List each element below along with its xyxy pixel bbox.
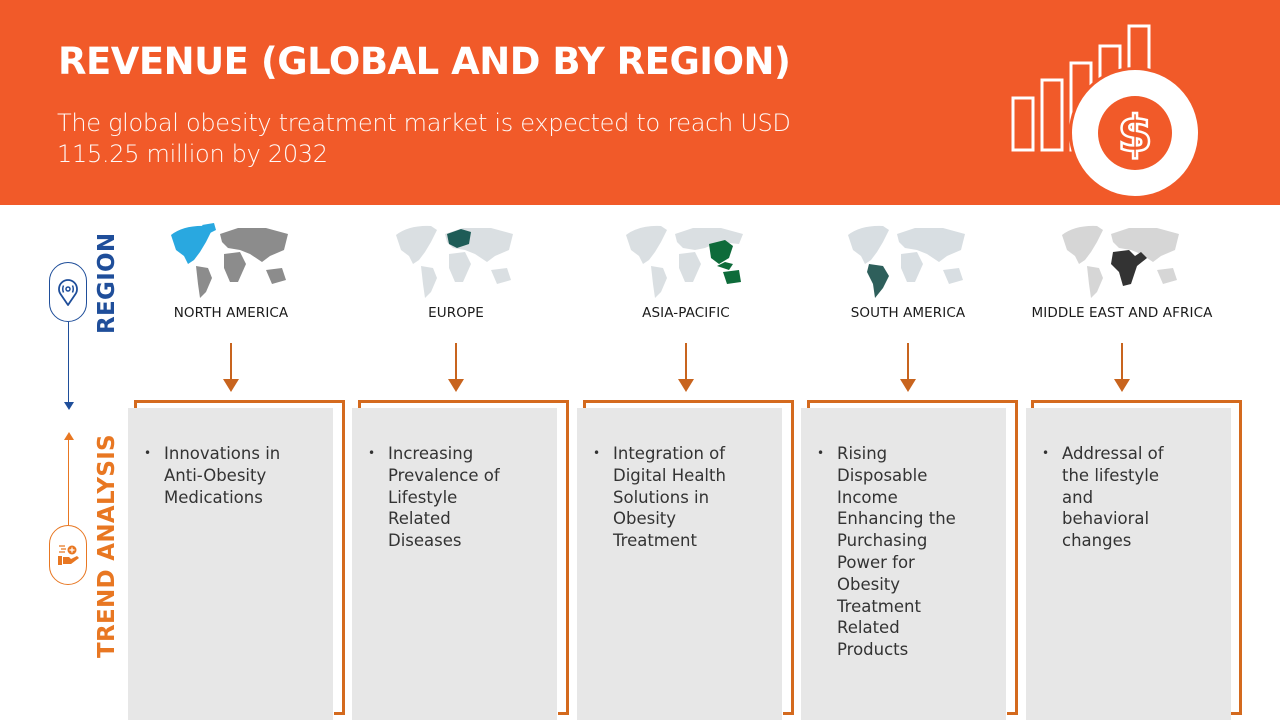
region-connector-line <box>68 322 70 402</box>
trend-text: Innovations in Anti-Obesity Medications <box>164 444 281 507</box>
trend-analysis-label: TREND ANALYSIS <box>94 434 120 658</box>
arrow-down-icon <box>223 379 239 392</box>
trend-frame-south-america <box>807 400 1018 715</box>
trend-text: Addressal of the lifestyle and behaviora… <box>1062 444 1164 551</box>
arrow-down-icon <box>900 379 916 392</box>
world-map-south-america-icon <box>848 225 965 298</box>
region-label: REGION <box>94 232 120 334</box>
region-arrow-line <box>1121 343 1123 381</box>
region-name: ASIA-PACIFIC <box>642 305 730 321</box>
bullet-icon: • <box>593 446 601 460</box>
region-name: NORTH AMERICA <box>173 305 289 321</box>
world-map-asia-pacific-icon <box>626 225 743 298</box>
header-banner: REVENUE (GLOBAL AND BY REGION) The globa… <box>0 0 1280 205</box>
world-map-north-america-icon <box>171 223 288 298</box>
arrow-down-icon <box>63 402 74 410</box>
region-column-north-america: NORTH AMERICA <box>119 215 343 395</box>
world-map-middle-east-africa-icon <box>1062 225 1179 298</box>
arrow-down-icon <box>448 379 464 392</box>
hand-coin-icon <box>58 545 79 565</box>
trend-connector-line <box>68 440 70 525</box>
trend-box-asia-pacific: • Integration of Digital Health Solution… <box>577 408 782 720</box>
arrow-down-icon <box>678 379 694 392</box>
region-name: SOUTH AMERICA <box>850 305 966 321</box>
region-arrow-line <box>455 343 457 381</box>
trend-box-south-america: • Rising Disposable Income Enhancing the… <box>801 408 1006 720</box>
trend-box-north-america: • Innovations in Anti-Obesity Medication… <box>128 408 333 720</box>
page-subtitle: The global obesity treatment market is e… <box>57 109 791 168</box>
page-title: REVENUE (GLOBAL AND BY REGION) <box>58 40 791 83</box>
trend-pill <box>49 525 87 585</box>
trend-frame-middle-east-africa <box>1031 400 1242 715</box>
region-pill <box>49 262 87 322</box>
trend-frame-europe <box>358 400 569 715</box>
location-pin-icon <box>58 279 78 306</box>
region-name: EUROPE <box>428 305 484 321</box>
revenue-growth-dollar-icon: $ <box>1005 20 1205 200</box>
region-arrow-line <box>230 343 232 381</box>
region-arrow-line <box>685 343 687 381</box>
region-name: MIDDLE EAST AND AFRICA <box>1031 305 1213 321</box>
trend-box-middle-east-africa: • Addressal of the lifestyle and behavio… <box>1026 408 1231 720</box>
trend-text: Rising Disposable Income Enhancing the P… <box>837 444 956 660</box>
arrow-up-icon <box>63 432 74 440</box>
arrow-down-icon <box>1114 379 1130 392</box>
bullet-icon: • <box>144 446 152 460</box>
trend-box-europe: • Increasing Prevalence of Lifestyle Rel… <box>352 408 557 720</box>
svg-text:$: $ <box>1118 105 1153 163</box>
region-column-middle-east-africa: MIDDLE EAST AND AFRICA <box>1010 215 1234 395</box>
region-column-asia-pacific: ASIA-PACIFIC <box>574 215 798 395</box>
world-map-europe-icon <box>396 225 513 298</box>
trend-frame-north-america <box>134 400 345 715</box>
bullet-icon: • <box>368 446 376 460</box>
bullet-icon: • <box>1042 446 1050 460</box>
bullet-icon: • <box>817 446 825 460</box>
trend-text: Integration of Digital Health Solutions … <box>613 444 726 551</box>
region-arrow-line <box>907 343 909 381</box>
region-column-south-america: SOUTH AMERICA <box>796 215 1020 395</box>
trend-frame-asia-pacific <box>583 400 794 715</box>
region-column-europe: EUROPE <box>344 215 568 395</box>
trend-text: Increasing Prevalence of Lifestyle Relat… <box>388 444 500 551</box>
